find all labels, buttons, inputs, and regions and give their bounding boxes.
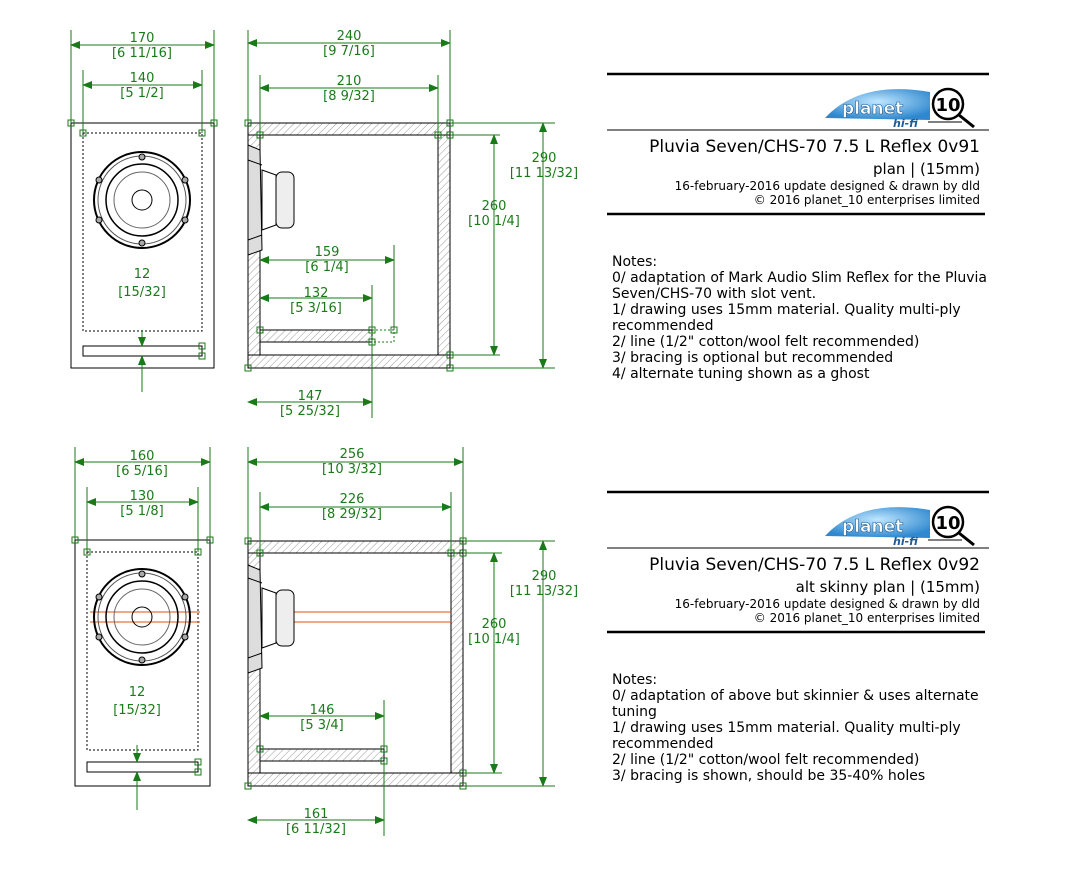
svg-text:hi-fi: hi-fi (893, 117, 918, 130)
ghost-vent-label: 159 (315, 245, 340, 260)
slot-label: 12 (129, 685, 146, 700)
note-line: 0/ adaptation of above but skinnier & us… (612, 688, 979, 720)
subtitle-0v91: plan | (15mm) (873, 160, 980, 178)
inner-height-inch-label: [10 1/4] (468, 632, 520, 647)
slot-inch-label: [15/32] (113, 703, 161, 718)
front-inner-width-inch-label: [5 1/8] (120, 504, 163, 519)
vent-label: 132 (304, 286, 329, 301)
side-depth-inch-label: [9 7/16] (323, 44, 375, 59)
vent-inch-label: [5 3/16] (290, 301, 342, 316)
title-0v91: Pluvia Seven/CHS-70 7.5 L Reflex 0v91 (649, 137, 980, 157)
floor-inch-label: [5 25/32] (280, 404, 340, 419)
inner-height-label: 260 (482, 617, 507, 632)
planet10-logo: planet 10 hi-fi (825, 505, 975, 548)
note-line: 3/ bracing is shown, should be 35-40% ho… (612, 768, 926, 784)
title-block-0v92: planet 10 hi-fi (607, 490, 989, 634)
side-inner-depth-inch-label: [8 29/32] (322, 507, 382, 522)
note-line: 2/ line (1/2" cotton/wool felt recommend… (612, 752, 920, 768)
note-line: Notes: (612, 672, 658, 688)
front-view-0v92: 160 [6 5/16] 130 [5 1/8] 12 [15/32] (71, 447, 214, 810)
side-view-0v92: 256 [10 3/32] 226 [8 29/32] 290 [11 13/3… (244, 447, 578, 837)
title-0v92: Pluvia Seven/CHS-70 7.5 L Reflex 0v92 (649, 555, 980, 575)
notes-0v92: Notes: 0/ adaptation of above but skinni… (612, 672, 1002, 784)
svg-text:planet: planet (842, 99, 903, 119)
note-line: 3/ bracing is optional but recommended (612, 350, 894, 366)
note-line: 1/ drawing uses 15mm material. Quality m… (612, 720, 961, 752)
copyright-0v92: © 2016 planet_10 enterprises limited (753, 611, 980, 625)
floor-label: 161 (304, 807, 329, 822)
inner-height-inch-label: [10 1/4] (468, 214, 520, 229)
svg-text:10: 10 (935, 95, 960, 116)
copyright-0v91: © 2016 planet_10 enterprises limited (753, 193, 980, 207)
side-depth-inch-label: [10 3/32] (322, 462, 382, 477)
height-label: 290 (532, 151, 557, 166)
notes-0v91: Notes: 0/ adaptation of Mark Audio Slim … (612, 254, 1002, 382)
front-width-label: 160 (130, 449, 155, 464)
floor-label: 147 (298, 389, 323, 404)
note-line: 2/ line (1/2" cotton/wool felt recommend… (612, 334, 920, 350)
slot-label: 12 (134, 267, 151, 282)
front-inner-width-label: 130 (130, 489, 155, 504)
side-inner-depth-label: 226 (340, 492, 365, 507)
planet10-logo: planet 10 hi-fi (825, 87, 975, 130)
title-block-0v91: planet 10 hi-fi (607, 72, 989, 216)
vent-inch-label: [5 3/4] (300, 718, 343, 733)
front-inner-width-label: 140 (130, 71, 155, 86)
side-view-0v91: 240 [9 7/16] 210 [8 9/32] 290 [11 13/32]… (244, 29, 578, 419)
updated-0v92: 16-february-2016 update designed & drawn… (674, 597, 980, 611)
svg-text:10: 10 (935, 513, 960, 534)
front-inner-width-inch-label: [5 1/2] (120, 86, 163, 101)
note-line: Notes: (612, 254, 658, 270)
driver-front-icon (93, 151, 191, 249)
height-inch-label: [11 13/32] (510, 584, 578, 599)
sheet-0v91: 170 [6 11/16] 140 [5 1/2] 12 [15/32] (67, 29, 989, 419)
front-view-0v91: 170 [6 11/16] 140 [5 1/2] 12 [15/32] (67, 30, 218, 392)
inner-height-label: 260 (482, 199, 507, 214)
side-inner-depth-inch-label: [8 9/32] (323, 89, 375, 104)
front-width-label: 170 (130, 31, 155, 46)
front-width-inch-label: [6 11/16] (112, 46, 172, 61)
updated-0v91: 16-february-2016 update designed & drawn… (674, 179, 980, 193)
floor-inch-label: [6 11/32] (286, 822, 346, 837)
driver-front-icon (93, 568, 191, 666)
side-inner-depth-label: 210 (337, 74, 362, 89)
subtitle-0v92: alt skinny plan | (15mm) (795, 578, 980, 596)
svg-text:planet: planet (842, 517, 903, 537)
note-line: 1/ drawing uses 15mm material. Quality m… (612, 302, 961, 334)
driver-side-icon (247, 144, 295, 256)
note-line: 4/ alternate tuning shown as a ghost (612, 366, 870, 382)
vent-label: 146 (310, 703, 335, 718)
ghost-vent-inch-label: [6 1/4] (305, 260, 348, 275)
slot-inch-label: [15/32] (118, 285, 166, 300)
height-label: 290 (532, 569, 557, 584)
sheet-0v92: 160 [6 5/16] 130 [5 1/8] 12 [15/32] (71, 447, 989, 837)
svg-text:hi-fi: hi-fi (893, 535, 918, 548)
side-depth-label: 256 (340, 447, 365, 462)
front-width-inch-label: [6 5/16] (116, 464, 168, 479)
height-inch-label: [11 13/32] (510, 166, 578, 181)
side-depth-label: 240 (337, 29, 362, 44)
note-line: 0/ adaptation of Mark Audio Slim Reflex … (612, 270, 987, 302)
driver-side-icon (247, 564, 295, 674)
